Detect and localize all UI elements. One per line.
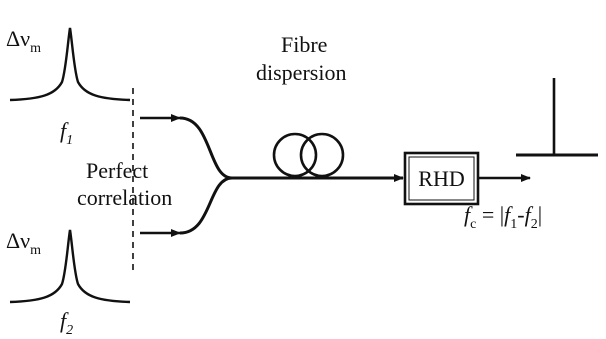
linewidth-label-top: Δνm bbox=[6, 26, 41, 56]
fibre-label: Fibre bbox=[281, 32, 327, 57]
spectrum-peak-bottom bbox=[9, 229, 131, 304]
correlation-label-2: correlation bbox=[77, 185, 172, 210]
rhd-detector-box-inner bbox=[408, 156, 475, 201]
coupler-fibre-top bbox=[179, 116, 233, 180]
spectrum-peak-top bbox=[9, 27, 131, 102]
correlation-label: Perfect bbox=[86, 158, 148, 183]
linewidth-label-bottom: Δνm bbox=[6, 228, 41, 258]
frequency-label-f2: f2 bbox=[60, 308, 73, 338]
coupler-fibre-bottom bbox=[179, 176, 233, 235]
fibre-spool-loop-1 bbox=[272, 132, 318, 178]
rhd-detector-box bbox=[403, 151, 480, 206]
frequency-label-f1: f1 bbox=[60, 118, 73, 148]
beat-frequency-label: fc = |f1-f2| bbox=[464, 202, 542, 232]
rhd-label: RHD bbox=[418, 166, 464, 191]
fibre-label-2: dispersion bbox=[256, 60, 346, 85]
fibre-spool-loop-2 bbox=[299, 132, 345, 178]
